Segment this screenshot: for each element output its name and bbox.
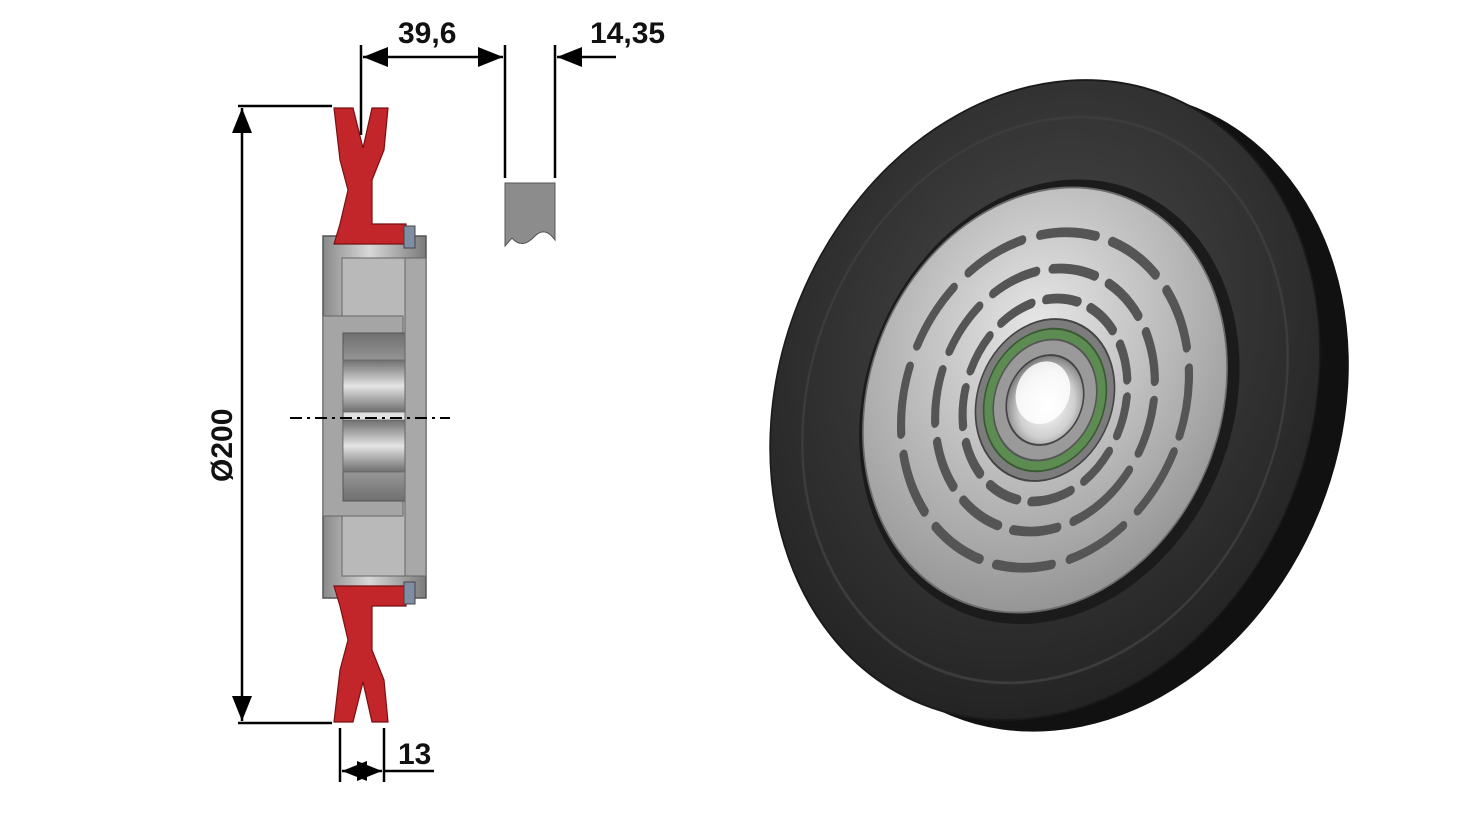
tire-bottom-section [333, 585, 407, 723]
profile-shape [504, 182, 556, 248]
dimension-diameter: Ø200 [206, 409, 239, 482]
seal-bottom [403, 581, 416, 605]
dimension-profile-width: 14,35 [590, 17, 665, 50]
plate-slots [896, 227, 1194, 573]
tire-top-section [333, 107, 407, 245]
dimension-lines [232, 45, 616, 782]
section-view [290, 107, 450, 723]
seal-top [403, 225, 416, 249]
pulley-3d-render [769, 79, 1349, 732]
dimension-groove-width: 13 [398, 738, 431, 771]
dimension-width-top: 39,6 [398, 17, 456, 50]
hub-section [322, 235, 427, 599]
